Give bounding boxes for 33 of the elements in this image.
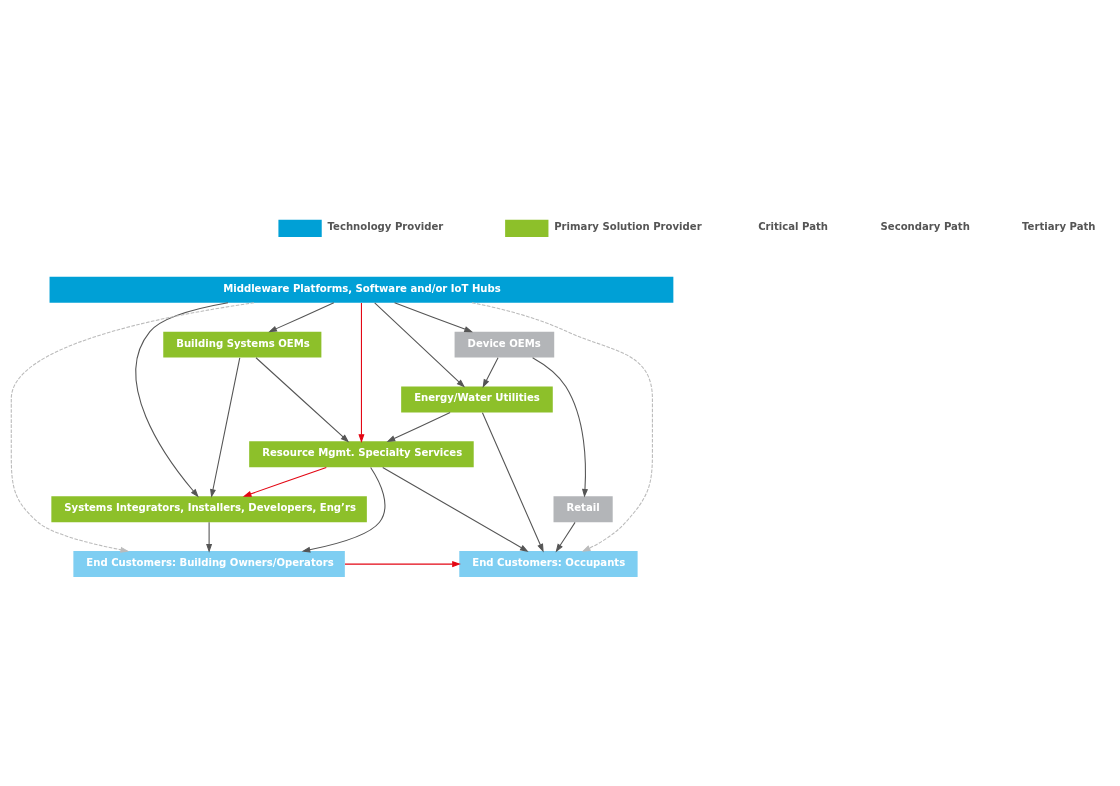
arrow [374, 302, 466, 388]
arrow [301, 467, 386, 553]
legend-label: Primary Solution Provider [554, 221, 702, 233]
arrow [344, 561, 461, 568]
node-box: End Customers: Occupants [459, 551, 638, 578]
node-box: Retail [553, 496, 613, 523]
legend-label: Tertiary Path [1022, 221, 1096, 233]
arrow [358, 302, 365, 443]
legend-label: Technology Provider [327, 221, 444, 233]
arrow [255, 357, 350, 443]
arrow [471, 302, 653, 552]
node-box: End Customers: Building Owners/Operators [73, 551, 345, 578]
arrow [210, 357, 241, 498]
node-box: Resource Mgmt. Specialty Services [249, 441, 474, 468]
node-box: Energy/Water Utilities [401, 386, 553, 413]
node-box: Systems Integrators, Installers, Developers, Eng’rs [51, 496, 367, 523]
arrow [394, 302, 473, 333]
legend-label: Secondary Path [880, 221, 970, 233]
node-box: Middleware Platforms, Software and/or IoT Hubs [49, 276, 674, 303]
arrow [482, 357, 499, 388]
legend-label: Critical Path [758, 221, 829, 233]
node-box: Device OEMs [454, 331, 555, 358]
arrow [481, 412, 544, 553]
node-box: Building Systems OEMs [163, 331, 322, 358]
arrow [532, 357, 588, 498]
arrow [386, 412, 451, 442]
arrow [382, 466, 529, 552]
arrow [206, 521, 213, 553]
arrow [135, 302, 229, 498]
arrow [10, 302, 255, 553]
arrow [242, 466, 327, 497]
arrow [268, 302, 335, 333]
arrow [555, 521, 576, 553]
